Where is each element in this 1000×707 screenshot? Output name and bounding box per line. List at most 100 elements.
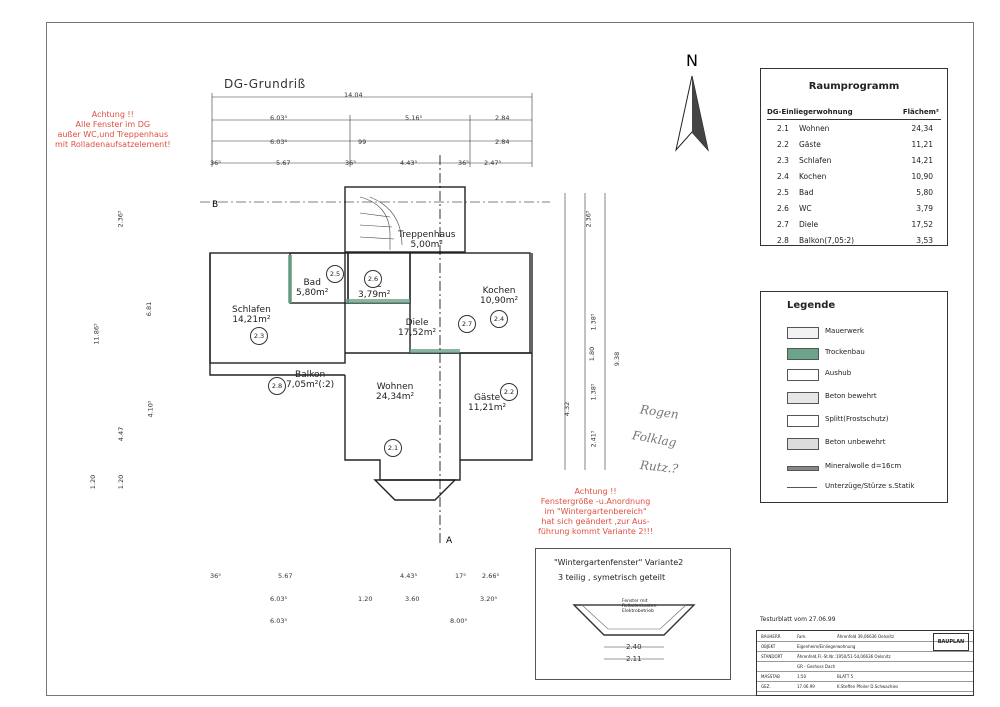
dim-right: 4.32 (563, 401, 572, 417)
dim-top: 6.03⁵ (270, 114, 288, 122)
dim-top: 5.67 (276, 159, 291, 167)
testur-note: Testurblatt vom 27.06.99 (760, 616, 836, 623)
dim-bottom: 4.43⁵ (400, 572, 418, 580)
dim-bottom: 36⁵ (210, 572, 221, 580)
dim-top: 36⁵ (345, 159, 356, 167)
legend-box: Legende Mauerwerk Trockenbau Aushub Beto… (760, 291, 948, 503)
note-windows: Achtung !! Alle Fenster im DG außer WC,u… (55, 110, 171, 149)
room-number: 2.5 (326, 265, 344, 283)
dim-right: 2.41⁵ (589, 430, 598, 448)
dim-right: 1.38⁵ (589, 313, 598, 331)
dim-bottom: 1.20 (358, 595, 373, 603)
note-fenster: Achtung !! Fenstergröße -u.Anordnung im … (538, 487, 654, 536)
drawing-title: DG-Grundriß (224, 77, 306, 91)
legend-item: Mauerwerk (761, 327, 947, 343)
dim-top: 4.43⁵ (400, 159, 418, 167)
legend-swatch (787, 327, 819, 339)
wintergarten-note: Fenster mit Rolladenkasten Elektrobetrie… (622, 599, 657, 614)
dim-bottom: 5.67 (278, 572, 293, 580)
room-number: 2.3 (250, 327, 268, 345)
dim-left: 1.20 (117, 474, 126, 490)
dim-bottom: 17⁵ (455, 572, 466, 580)
floor-plan: B A (200, 93, 606, 546)
legend-swatch (787, 438, 819, 450)
legend-swatch (787, 415, 819, 427)
dim-top: 5.16⁵ (405, 114, 423, 122)
raumprogramm-title: Raumprogramm (808, 81, 900, 92)
dim-top: 2.47⁵ (484, 159, 502, 167)
raumprogramm-table: Raumprogramm DG-Einliegerwohnung Flächem… (760, 68, 948, 246)
dim-left: 6.81 (145, 301, 154, 317)
dim-top: 99 (358, 138, 367, 146)
legend-swatch (787, 348, 819, 360)
dim-top: 2.84 (495, 114, 510, 122)
dim-top: 36⁵ (458, 159, 469, 167)
wintergarten-dim: 2.40 (626, 643, 642, 651)
dim-right: 2.36⁵ (584, 210, 593, 228)
north-label: N (686, 51, 698, 70)
dim-left: 11.86⁵ (92, 323, 101, 345)
north-arrow-icon: N (675, 51, 709, 152)
dim-bottom: 8.00⁵ (450, 617, 468, 625)
legend-item: Splitt(Frostschutz) (761, 415, 947, 431)
dim-right: 1.80 (588, 346, 597, 362)
raumprogramm-subtitle: DG-Einliegerwohnung (767, 108, 853, 116)
legend-title: Legende (787, 300, 836, 311)
legend-item: Beton bewehrt (761, 392, 947, 408)
legend-swatch (787, 487, 817, 488)
raumprogramm-area-header: Flächem² (902, 108, 939, 116)
dim-left: 1.20 (89, 474, 98, 490)
dim-bottom: 3.60 (405, 595, 420, 603)
legend-item: Aushub (761, 369, 947, 385)
legend-item: Trockenbau (761, 348, 947, 364)
wintergarten-title: "Wintergartenfenster" Variante2 (554, 558, 684, 567)
dim-top: 6.03⁵ (270, 138, 288, 146)
section-label-b: B (212, 200, 218, 210)
legend-swatch (787, 392, 819, 404)
dim-bottom: 2.66⁵ (482, 572, 500, 580)
dim-left: 4.10⁵ (146, 400, 155, 418)
wintergarten-subtitle: 3 teilig , symetrisch geteilt (558, 573, 666, 582)
room-number: 2.6 (364, 270, 382, 288)
drawing-sheet (46, 22, 974, 696)
dim-top: 36⁵ (210, 159, 221, 167)
title-block-row: GR - Geshoss Dach (757, 663, 973, 672)
room-number: 2.4 (490, 310, 508, 328)
wintergarten-dim: 2.11 (626, 655, 642, 663)
legend-item: Beton unbewehrt (761, 438, 947, 454)
legend-swatch (787, 466, 819, 471)
legend-item: Unterzüge/Stürze s.Statik (761, 482, 947, 498)
dim-total: 14.04 (344, 91, 363, 99)
wintergarten-sketch (572, 604, 696, 660)
legend-swatch (787, 369, 819, 381)
dim-top: 2.84 (495, 138, 510, 146)
dim-right: 9.38 (613, 351, 622, 367)
legend-item: Mineralwolle d=16cm (761, 462, 947, 478)
dim-bottom: 3.20⁵ (480, 595, 498, 603)
room-number: 2.7 (458, 315, 476, 333)
dim-left: 2.36⁵ (116, 210, 125, 228)
section-label-a: A (446, 536, 453, 546)
dim-right: 1.38⁵ (589, 383, 598, 401)
room-number: 2.8 (268, 377, 286, 395)
dim-bottom: 6.03⁵ (270, 617, 288, 625)
room-number: 2.1 (384, 439, 402, 457)
dim-bottom: 6.03⁵ (270, 595, 288, 603)
room-number: 2.2 (500, 383, 518, 401)
wintergarten-detail: "Wintergartenfenster" Variante2 3 teilig… (535, 548, 731, 680)
dim-left: 4.47 (117, 426, 126, 442)
